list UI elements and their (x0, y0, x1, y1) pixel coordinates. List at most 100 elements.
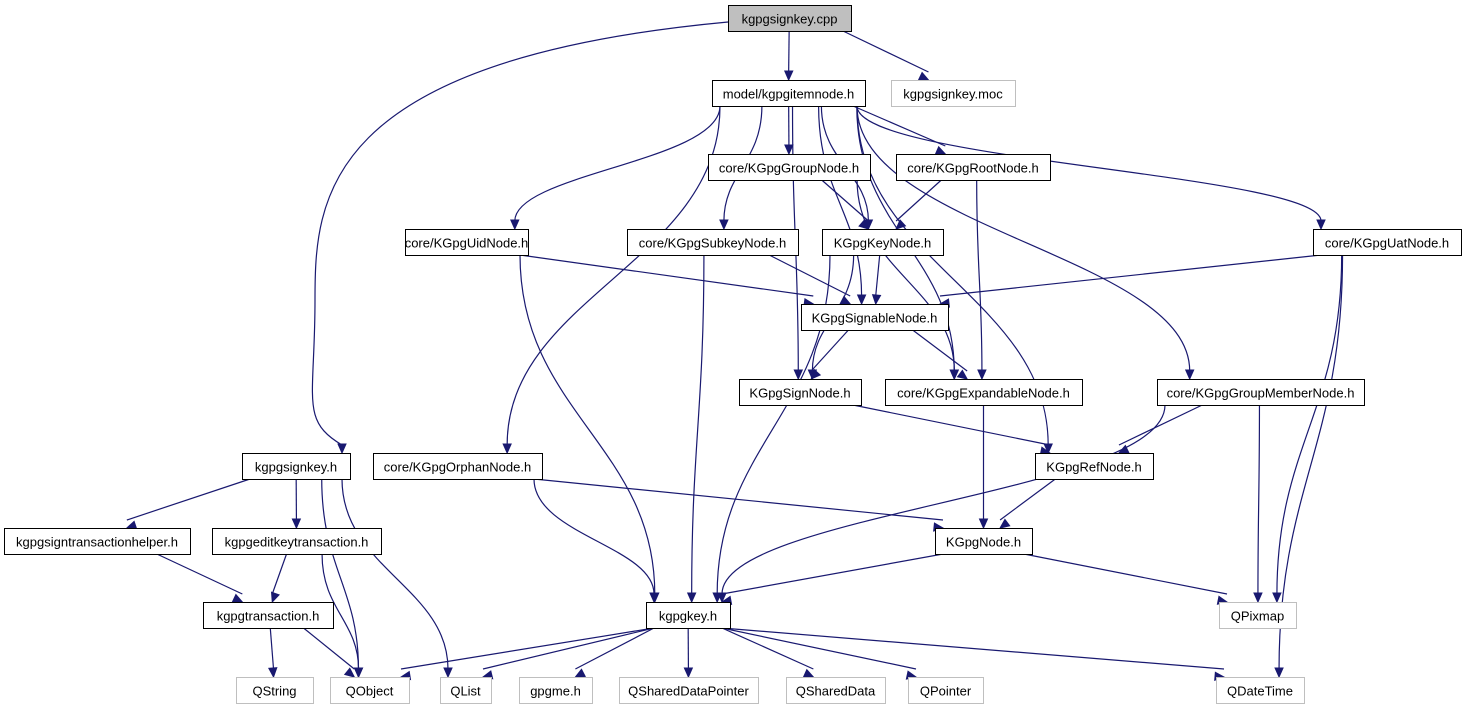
node-groupnode[interactable]: core/KGpgGroupNode.h (708, 154, 871, 181)
edge-line (156, 553, 243, 595)
node-box (330, 677, 410, 704)
node-box (891, 80, 1016, 107)
node-box (1216, 677, 1305, 704)
node-qdatetime: QDateTime (1216, 677, 1305, 704)
edge-groupnode-to-expandablenode (856, 179, 960, 381)
node-box (712, 80, 866, 107)
edge-line (788, 30, 790, 73)
edge-groupnode-to-keynode (821, 179, 870, 230)
edge-cpp-to-moc (842, 30, 930, 81)
edge-line (126, 478, 251, 521)
arrowhead (802, 668, 815, 678)
edge-line (341, 478, 449, 670)
arrowhead (783, 70, 794, 82)
edge-signkeyh-to-signhelper (125, 478, 251, 530)
node-subkeynode[interactable]: core/KGpgSubkeyNode.h (627, 229, 799, 256)
edge-uidnode-to-signablenode (519, 254, 815, 308)
node-expandablenode[interactable]: core/KGpgExpandableNode.h (885, 379, 1083, 406)
edge-line (999, 478, 1056, 521)
node-label: KGpgKeyNode.h (834, 236, 932, 251)
node-kgpgnode[interactable]: KGpgNode.h (935, 528, 1033, 555)
arrowhead (574, 668, 587, 678)
arrowhead (717, 592, 727, 604)
node-itemnode[interactable]: model/kgpgitemnode.h (712, 80, 866, 107)
edge-line (976, 179, 983, 372)
arrowhead (978, 518, 989, 530)
edge-uatnode-to-qpixmap (1272, 254, 1343, 604)
node-refnode[interactable]: KGpgRefNode.h (1035, 453, 1154, 480)
node-qshareddatapointer: QSharedDataPointer (619, 677, 759, 704)
node-label: kgpgsigntransactionhelper.h (16, 535, 178, 550)
edges (125, 21, 1344, 681)
node-signnode[interactable]: KGpgSignNode.h (739, 379, 862, 406)
edge-line (721, 627, 917, 670)
node-label: QPixmap (1231, 609, 1284, 624)
edge-line (533, 478, 655, 595)
node-label: kgpgeditkeytransaction.h (225, 535, 369, 550)
edge-line (721, 553, 944, 595)
node-label: QString (252, 684, 296, 699)
edge-line (400, 627, 655, 670)
arrowhead (934, 145, 947, 155)
edge-line (852, 105, 946, 147)
edge-kgpgkey-to-qshareddatapointer (683, 627, 694, 679)
node-box (1219, 602, 1297, 629)
node-label: core/KGpgGroupNode.h (719, 161, 859, 176)
node-box (822, 229, 944, 256)
edge-subkeynode-to-signablenode (768, 254, 852, 305)
arrowhead (268, 667, 278, 679)
node-box (728, 5, 852, 32)
arrowhead (337, 443, 347, 455)
node-kgpgkey[interactable]: kgpgkey.h (646, 602, 731, 629)
node-keynode[interactable]: KGpgKeyNode.h (822, 229, 944, 256)
node-uatnode[interactable]: core/KGpgUatNode.h (1313, 229, 1462, 256)
node-uidnode[interactable]: core/KGpgUidNode.h (405, 229, 529, 256)
node-transaction[interactable]: kgpgtransaction.h (203, 602, 334, 629)
node-rootnode[interactable]: core/KGpgRootNode.h (896, 154, 1051, 181)
node-editkey[interactable]: kgpgeditkeytransaction.h (212, 528, 382, 555)
arrowhead (917, 71, 930, 81)
edge-subkeynode-to-kgpgkey (686, 254, 705, 604)
node-label: core/KGpgOrphanNode.h (384, 460, 531, 475)
edge-signablenode-to-signnode (810, 329, 849, 380)
edge-signnode-to-refnode (852, 404, 1052, 456)
node-signhelper[interactable]: kgpgsigntransactionhelper.h (4, 528, 191, 555)
edge-line (303, 627, 355, 670)
edge-line (514, 105, 721, 222)
node-box (519, 677, 593, 704)
arrowhead (949, 369, 960, 381)
node-label: QObject (346, 684, 394, 699)
edge-signkeyh-to-qlist (341, 478, 453, 679)
node-label: KGpgSignNode.h (749, 386, 850, 401)
node-box (405, 229, 529, 256)
node-moc: kgpgsignkey.moc (891, 80, 1016, 107)
node-signablenode[interactable]: KGpgSignableNode.h (801, 304, 949, 331)
node-box (708, 154, 871, 181)
arrowhead (895, 219, 907, 230)
node-orphannode[interactable]: core/KGpgOrphanNode.h (373, 453, 543, 480)
edge-expandablenode-to-kgpgnode (978, 405, 989, 530)
edge-line (1257, 404, 1261, 595)
node-box (908, 677, 984, 704)
node-label: KGpgNode.h (946, 535, 1021, 550)
node-label: QPointer (920, 684, 972, 699)
edge-keynode-to-signablenode (871, 254, 882, 306)
edge-line (912, 329, 968, 372)
edge-line (856, 105, 1322, 222)
edge-editkey-to-transaction (270, 553, 288, 604)
edge-line (768, 254, 851, 297)
edge-itemnode-to-uidnode (510, 105, 721, 231)
edge-itemnode-to-uatnode (856, 105, 1326, 231)
edge-kgpgnode-to-kgpgkey (720, 553, 944, 606)
node-box (236, 677, 314, 704)
node-signkeyh[interactable]: kgpgsignkey.h (242, 453, 351, 480)
edge-line (852, 404, 1051, 446)
node-groupmembernode[interactable]: core/KGpgGroupMemberNode.h (1157, 379, 1365, 406)
node-box (242, 453, 351, 480)
node-label: kgpgkey.h (659, 609, 717, 624)
arrowhead (291, 518, 302, 530)
edge-line (856, 179, 955, 372)
arrowhead (125, 520, 138, 530)
node-label: kgpgsignkey.h (255, 460, 337, 475)
arrowhead (1253, 592, 1263, 604)
